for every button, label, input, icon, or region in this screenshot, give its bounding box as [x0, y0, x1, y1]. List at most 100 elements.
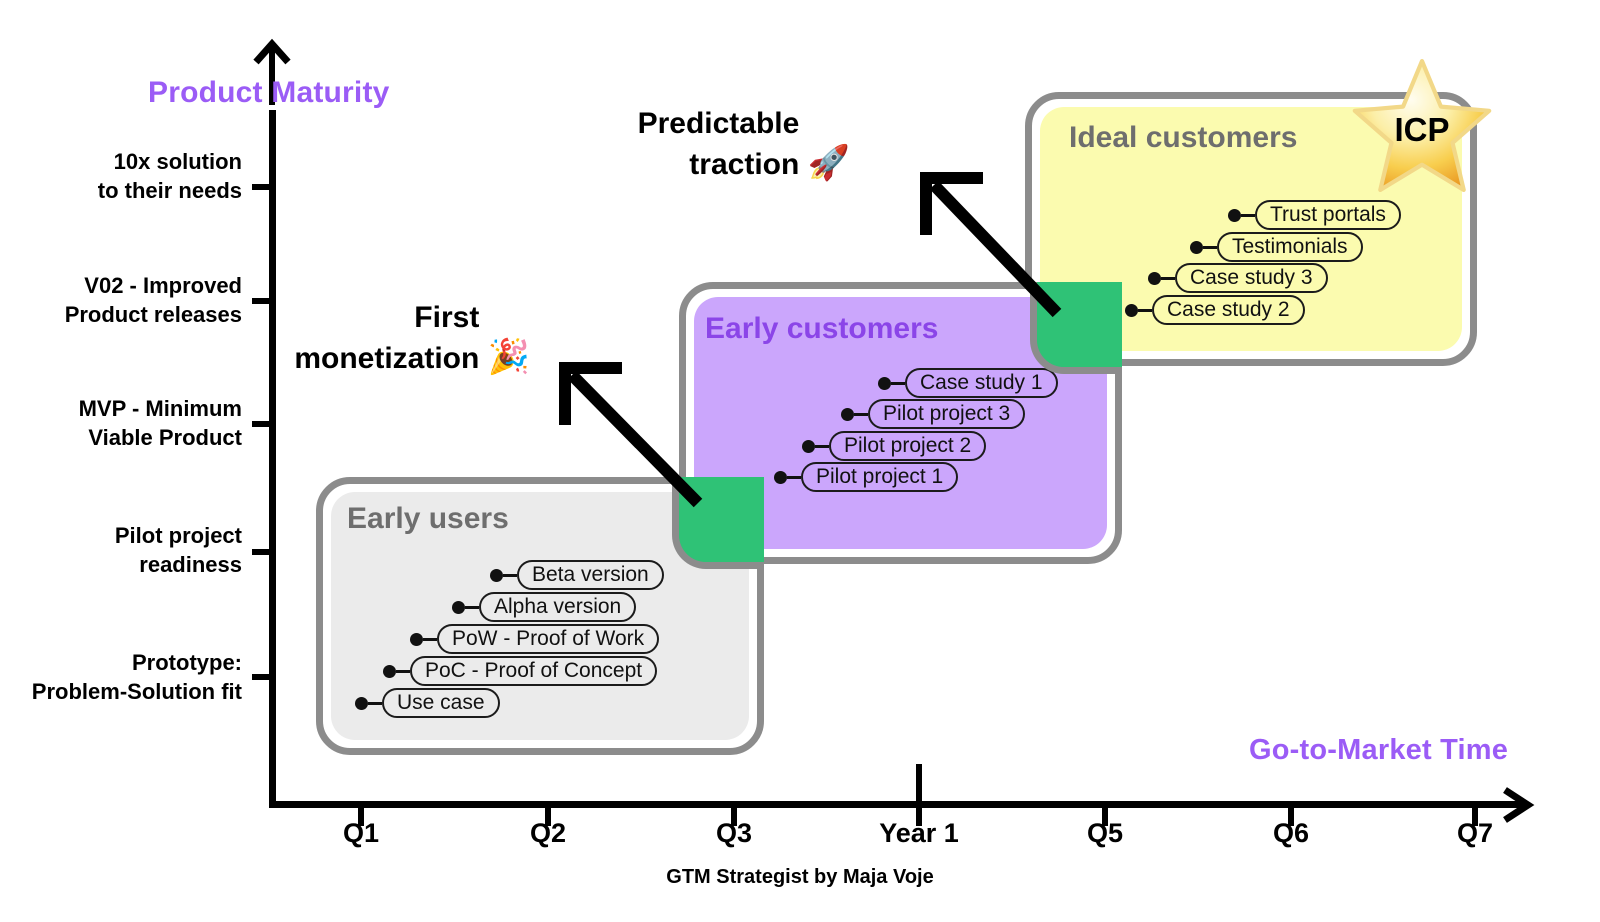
- callout-line-1: Predictable: [637, 107, 800, 140]
- bullet-dot: [452, 600, 465, 614]
- item-pill-label: Case study 2: [1152, 295, 1305, 325]
- item-pill-label: Use case: [382, 688, 500, 718]
- list-item[interactable]: Testimonials: [1190, 232, 1363, 262]
- item-pill-label: Pilot project 3: [868, 399, 1026, 429]
- connector-line: [368, 701, 382, 705]
- x-tick-q6: [1288, 806, 1294, 826]
- bullet-dot: [878, 376, 891, 390]
- y-tick-label-4-line1: Pilot project: [114, 523, 242, 548]
- x-tick-q3: [731, 806, 737, 826]
- item-pill-label: Beta version: [517, 560, 664, 590]
- footer-credit: GTM Strategist by Maja Voje: [666, 866, 934, 888]
- callout-first-monetization: First 🎉 monetization 🎉: [230, 296, 530, 378]
- y-axis-line: [269, 110, 276, 806]
- connector-line: [423, 637, 437, 641]
- icp-badge-label: ICP: [1394, 110, 1450, 148]
- item-pill-label: Testimonials: [1217, 232, 1363, 262]
- bullet-dot: [1228, 208, 1241, 222]
- y-tick-label-3-line1: MVP - Minimum: [78, 396, 242, 421]
- x-tick-year1-below: [916, 806, 922, 826]
- x-tick-q2: [545, 806, 551, 826]
- x-tick-q1: [358, 806, 364, 826]
- item-pill-label: Pilot project 1: [801, 462, 959, 492]
- bullet-dot: [841, 407, 854, 421]
- x-tick-label-q2: Q2: [529, 818, 567, 848]
- rocket-emoji-2: 🚀: [807, 143, 850, 182]
- y-tick-label-5: Prototype: Problem-Solution fit: [0, 648, 242, 707]
- x-tick-label-year1: Year 1: [879, 818, 959, 848]
- y-tick-label-2-line2: Product releases: [64, 302, 242, 328]
- connector-line: [503, 573, 517, 577]
- item-pill-label: PoW - Proof of Work: [437, 624, 660, 654]
- connector-line: [1241, 213, 1255, 217]
- y-tick-label-5-line1: Prototype:: [132, 650, 242, 675]
- connector-line: [1203, 245, 1217, 249]
- x-tick-label-q1: Q1: [342, 818, 380, 848]
- y-tick-2: [252, 298, 276, 304]
- x-axis-title: Go-to-Market Time: [1249, 734, 1509, 766]
- item-pill-label: Alpha version: [479, 592, 637, 622]
- connector-line: [1161, 276, 1175, 280]
- junction-square-1-fill: [679, 477, 764, 562]
- bullet-dot: [383, 664, 396, 678]
- callout-line-1: First: [414, 301, 480, 334]
- list-item[interactable]: Pilot project 3: [841, 399, 1026, 429]
- list-item[interactable]: Pilot project 2: [802, 431, 987, 461]
- list-item[interactable]: Pilot project 1: [774, 462, 959, 492]
- callout-predictable-traction: Predictable 🚀 traction 🚀: [600, 102, 850, 184]
- star-icon: [1352, 59, 1492, 192]
- bullet-dot: [355, 696, 368, 710]
- list-item[interactable]: Beta version: [490, 560, 664, 590]
- y-tick-label-2: V02 - Improved Product releases: [0, 271, 242, 330]
- list-item[interactable]: Alpha version: [452, 592, 637, 622]
- x-tick-label-q3: Q3: [715, 818, 753, 848]
- item-pill-label: Case study 1: [905, 368, 1058, 398]
- list-item[interactable]: Case study 3: [1148, 263, 1328, 293]
- stage-title-ideal-customers: Ideal customers: [1069, 121, 1298, 154]
- x-tick-label-q7: Q7: [1456, 818, 1494, 848]
- x-tick-label-q6: Q6: [1272, 818, 1310, 848]
- callout-line-2: traction: [689, 147, 800, 181]
- item-pill-label: Pilot project 2: [829, 431, 987, 461]
- y-tick-label-1-line2: to their needs: [97, 178, 242, 204]
- junction-square-2-fill: [1037, 282, 1122, 367]
- y-tick-label-2-line1: V02 - Improved: [84, 273, 242, 298]
- x-tick-year1-top: [916, 764, 922, 802]
- list-item[interactable]: Use case: [355, 688, 500, 718]
- connector-line: [787, 475, 801, 479]
- bullet-dot: [802, 439, 815, 453]
- connector-line: [465, 605, 479, 609]
- x-tick-q7: [1472, 806, 1478, 826]
- item-pill-label: PoC - Proof of Concept: [410, 656, 658, 686]
- bullet-dot: [774, 470, 787, 484]
- y-tick-label-4-line2: readiness: [139, 552, 242, 578]
- stage-title-early-customers: Early customers: [705, 312, 939, 345]
- list-item[interactable]: PoC - Proof of Concept: [383, 656, 658, 686]
- connector-line: [1138, 308, 1152, 312]
- list-item[interactable]: Case study 1: [878, 368, 1058, 398]
- x-axis-line: [269, 801, 1524, 808]
- connector-line: [854, 412, 868, 416]
- y-tick-5: [252, 674, 276, 680]
- party-popper-emoji-2: 🎉: [487, 337, 530, 376]
- bullet-dot: [490, 568, 503, 582]
- y-tick-label-5-line2: Problem-Solution fit: [31, 679, 242, 705]
- y-axis-title: Product Maturity: [148, 76, 390, 109]
- connector-line: [396, 669, 410, 673]
- y-tick-label-1-line1: 10x solution: [113, 149, 242, 174]
- list-item[interactable]: Trust portals: [1228, 200, 1401, 230]
- list-item[interactable]: PoW - Proof of Work: [410, 624, 660, 654]
- list-item[interactable]: Case study 2: [1125, 295, 1305, 325]
- bullet-dot: [410, 632, 423, 646]
- bullet-dot: [1148, 271, 1161, 285]
- y-tick-1: [252, 184, 276, 190]
- y-tick-label-1: 10x solution to their needs: [0, 147, 242, 206]
- y-tick-label-3-line2: Viable Product: [88, 425, 242, 451]
- bullet-dot: [1190, 240, 1203, 254]
- connector-line: [815, 444, 829, 448]
- y-tick-label-4: Pilot project readiness: [0, 521, 242, 580]
- item-pill-label: Trust portals: [1255, 200, 1401, 230]
- connector-line: [891, 381, 905, 385]
- bullet-dot: [1125, 303, 1138, 317]
